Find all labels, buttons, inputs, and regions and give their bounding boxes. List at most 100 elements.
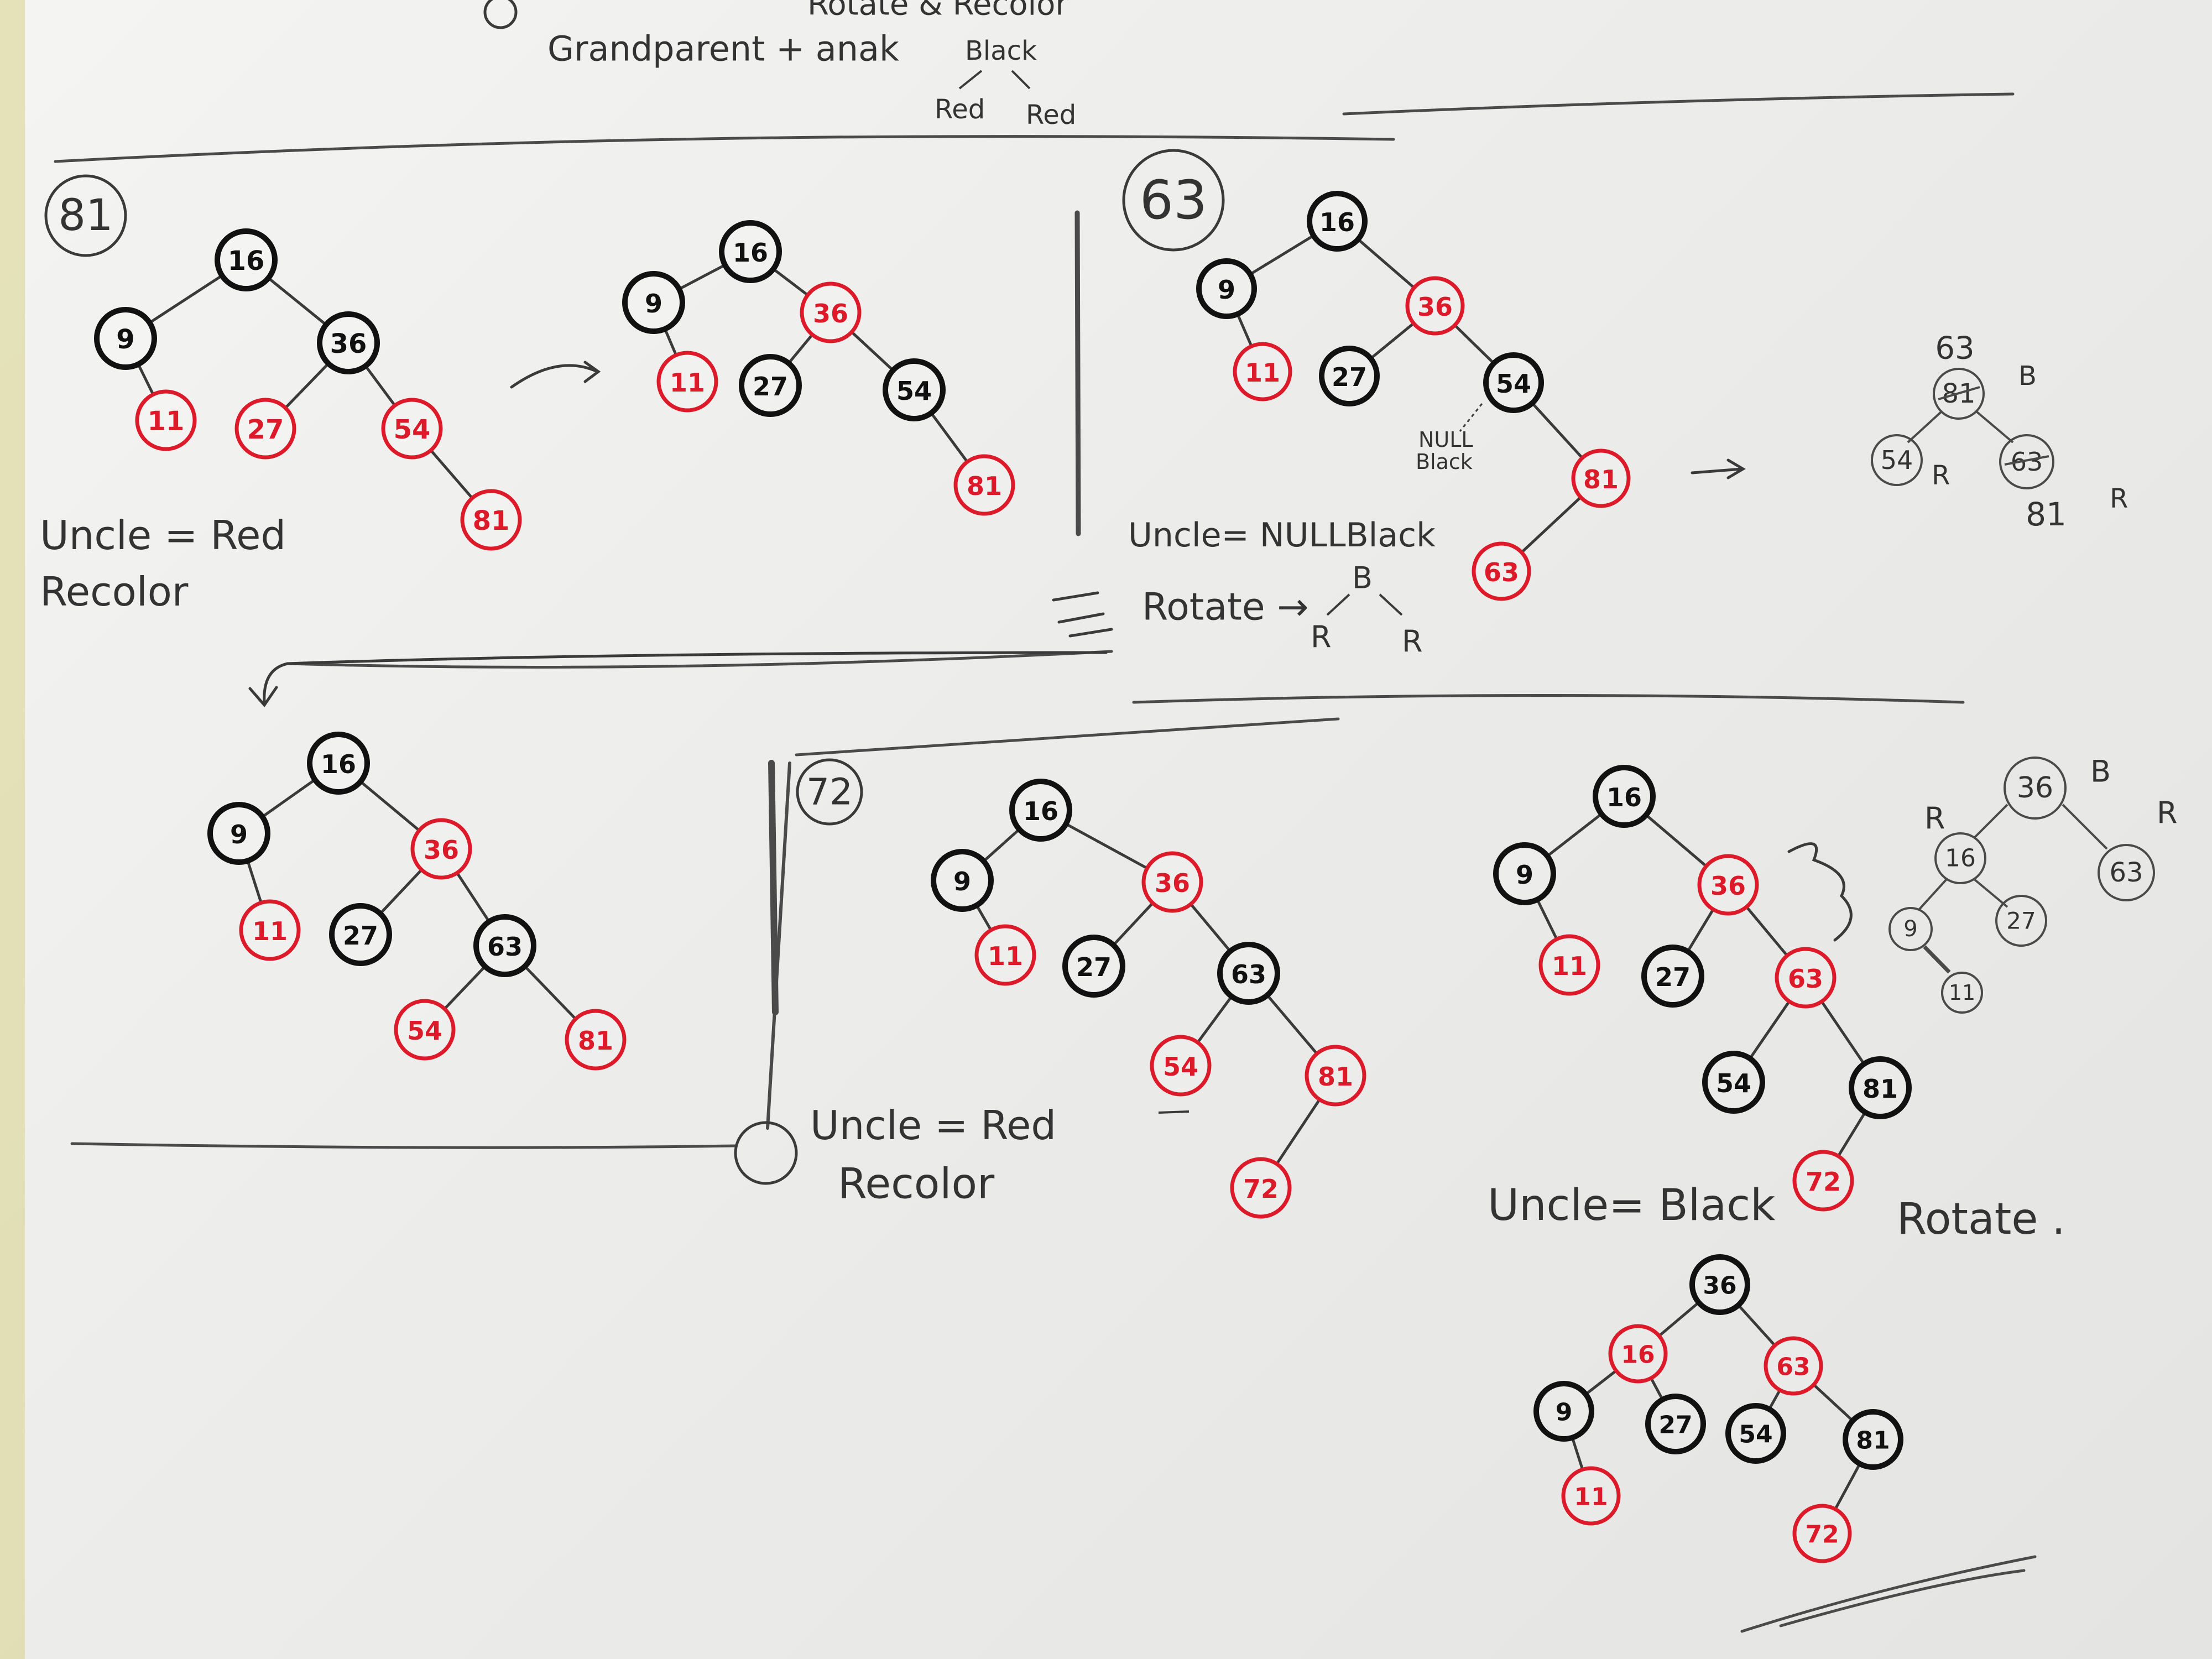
tree-edge-16-9 <box>982 828 1021 863</box>
bullet-72-recolor <box>734 1121 798 1185</box>
tree-node-label-81: 81 <box>1318 1062 1353 1092</box>
tree-edge-63-54 <box>443 965 487 1010</box>
tree-edge-63-54 <box>1748 1000 1791 1060</box>
tree-node-label-72: 72 <box>1806 1167 1841 1197</box>
tree-node-9: 9 <box>1196 258 1257 319</box>
tree-node-36: 36 <box>1697 854 1759 916</box>
tree-node-16: 16 <box>1608 1324 1668 1384</box>
rule-divider-vertical-2 <box>768 760 779 1015</box>
tree-node-circle-54 <box>1483 352 1544 413</box>
tree-node-label-81: 81 <box>967 471 1002 501</box>
tree-node-circle-54 <box>381 398 443 460</box>
sketch-63-top-node <box>1933 368 1985 420</box>
tree-edge-81-72 <box>1837 1110 1867 1158</box>
tree-edge-63-81 <box>1812 1383 1854 1422</box>
tree-node-54: 54 <box>1150 1035 1212 1097</box>
note-81-action: Recolor <box>40 568 189 615</box>
sketch-72-edge-3 <box>1918 878 1948 911</box>
tree-node-label-11: 11 <box>1245 358 1280 388</box>
header-legend-edge-left <box>958 70 983 90</box>
tree-node-circle-16 <box>1593 765 1656 828</box>
tree-node-11: 11 <box>1233 342 1292 401</box>
tree-node-circle-81 <box>565 1009 627 1071</box>
tree-edge-16-36 <box>1357 238 1416 289</box>
tree-node-circle-27 <box>1645 1394 1706 1454</box>
rule-middle-right <box>1132 694 1965 704</box>
tree-node-circle-27 <box>1319 346 1380 406</box>
tag-72-circle <box>796 758 863 826</box>
tree-node-label-11: 11 <box>1552 951 1587 981</box>
sketch-72-16 <box>1934 832 1986 884</box>
tree-edge-54-81 <box>1531 401 1584 460</box>
sketch-72-9-label: 9 <box>1903 916 1917 942</box>
tree-edge-36-27 <box>1686 907 1715 953</box>
tree-edge-16-9 <box>148 274 223 325</box>
tree-node-circle-11 <box>656 351 718 413</box>
tree-node-label-9: 9 <box>116 324 134 355</box>
underline-54 <box>1158 1110 1190 1114</box>
tree-edge-16-27 <box>1650 1376 1664 1401</box>
sketch-72-rotation: 36 B R R 16 63 9 27 11 <box>1888 754 2178 1014</box>
sketch-72-root <box>2004 757 2067 820</box>
tree-node-27: 27 <box>234 398 296 460</box>
tree-node-81: 81 <box>953 454 1015 516</box>
tree-node-label-54: 54 <box>407 1016 442 1046</box>
sketch-72-27-label: 27 <box>2006 907 2036 935</box>
tree-node-circle-81 <box>460 489 522 551</box>
sketch-72-r2: R <box>2157 796 2178 831</box>
tree-node-label-16: 16 <box>1023 796 1058 826</box>
tree-node-circle-27 <box>1062 935 1125 998</box>
sketch-63-rotation: 63 81 B 54 R 63 81 R <box>1871 331 2128 533</box>
tree-edge-16-36 <box>359 780 421 832</box>
tree-node-label-81: 81 <box>578 1026 613 1056</box>
tree-node-label-9: 9 <box>1516 860 1533 890</box>
rule-bottom-left <box>70 1142 737 1149</box>
bracket-72 <box>1787 842 1853 942</box>
tree-node-circle-27 <box>234 398 296 460</box>
tag-63-circle <box>1122 149 1225 252</box>
sketch-72-27 <box>1995 895 2047 947</box>
tree-edge-36-27 <box>284 362 330 410</box>
paper-edge <box>0 0 25 1659</box>
tree-edge-36-54 <box>850 330 895 372</box>
tree-node-9: 9 <box>931 849 994 912</box>
tree-node-label-9: 9 <box>1218 275 1235 305</box>
sketch-63-strike-right <box>2004 455 2049 466</box>
tree-node-81: 81 <box>1849 1056 1912 1119</box>
null-label-1: NULL <box>1418 427 1473 452</box>
tree-node-81: 81 <box>1571 448 1631 508</box>
tree-edge-16-9 <box>1249 234 1315 276</box>
tree-node-circle-63 <box>1764 1336 1823 1396</box>
sketch-63-right-node <box>1999 434 2054 489</box>
tree-node-label-9: 9 <box>230 820 248 849</box>
tree-node-72: 72 <box>1792 1504 1852 1563</box>
tree-node-label-81: 81 <box>1856 1427 1890 1455</box>
tree-edge-63-81 <box>523 964 577 1021</box>
tree-node-label-11: 11 <box>252 916 288 946</box>
sketch-63-b-label: B <box>2018 361 2037 392</box>
header-bullet <box>483 0 518 29</box>
tag-63-label: 63 <box>1140 169 1207 231</box>
tree-node-36: 36 <box>1405 276 1465 336</box>
header-legend-right: Red <box>1026 100 1076 131</box>
tree-node-36: 36 <box>410 818 472 880</box>
tree-edge-63-54 <box>1767 1389 1782 1411</box>
tree-node-16: 16 <box>215 228 278 291</box>
tree-node-label-11: 11 <box>988 941 1023 971</box>
tree-node-label-16: 16 <box>321 749 356 779</box>
tree-node-27: 27 <box>1062 935 1125 998</box>
tree-node-label-63: 63 <box>1776 1353 1810 1381</box>
sketch-72-11 <box>1941 972 1983 1014</box>
tree-node-11: 11 <box>135 389 197 451</box>
tree-node-label-36: 36 <box>813 299 848 328</box>
tree-node-circle-63 <box>1775 947 1837 1009</box>
tree-node-circle-27 <box>739 354 802 417</box>
tree-node-circle-9 <box>94 307 157 370</box>
mini-b: B <box>1352 561 1373 596</box>
